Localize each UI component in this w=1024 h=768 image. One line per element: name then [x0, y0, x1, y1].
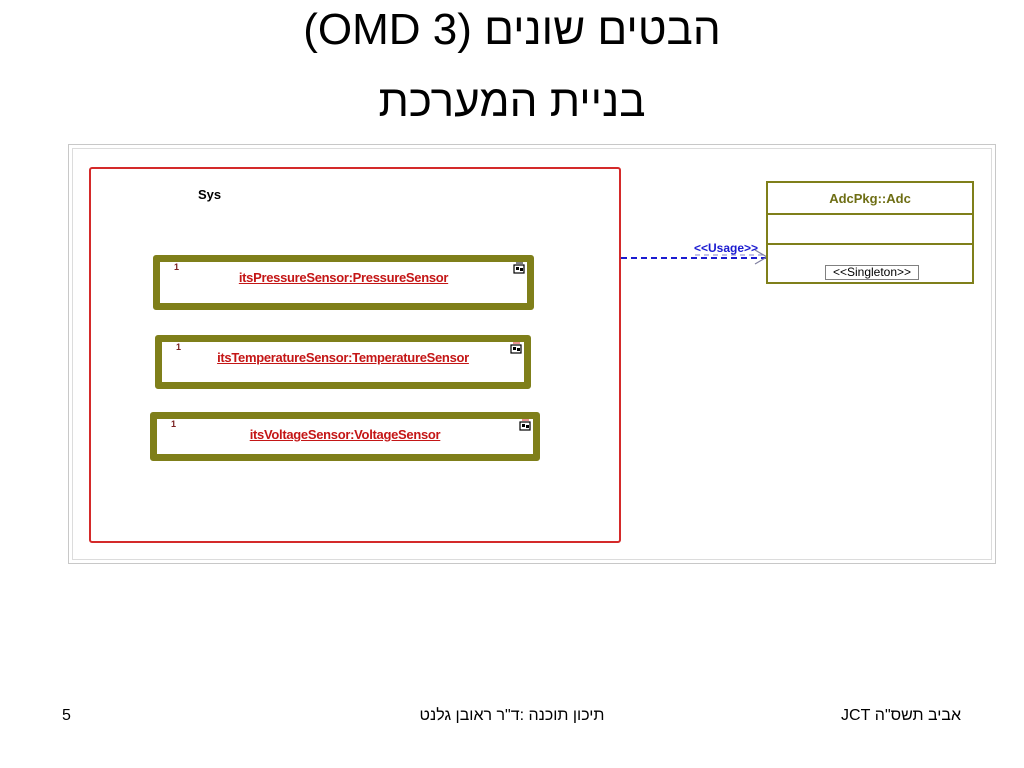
- structure-icon: [510, 342, 522, 354]
- part-name: itsVoltageSensor:VoltageSensor: [249, 427, 441, 442]
- structure-icon: [513, 262, 525, 274]
- footer-center-text: תיכון תוכנה :ד"ר ראובן גלנט: [419, 707, 605, 724]
- slide-title-line2: בניית המערכת: [378, 77, 646, 126]
- class-name: AdcPkg::Adc: [829, 191, 911, 206]
- class-stereotype: <<Singleton>>: [825, 265, 919, 280]
- class-adc-box[interactable]: AdcPkg::Adc <<Singleton>>: [766, 181, 974, 284]
- part-voltage-sensor[interactable]: 1 itsVoltageSensor:VoltageSensor: [150, 412, 540, 461]
- class-operation-separator: [768, 243, 972, 245]
- part-temperature-sensor[interactable]: 1 itsTemperatureSensor:TemperatureSensor: [155, 335, 531, 389]
- system-label: Sys: [198, 187, 222, 202]
- part-pressure-sensor[interactable]: 1 itsPressureSensor:PressureSensor: [153, 255, 534, 310]
- part-name: itsPressureSensor:PressureSensor: [238, 270, 449, 285]
- footer-page-number: 5: [62, 707, 71, 724]
- part-multiplicity: 1: [176, 342, 182, 352]
- structure-icon: [519, 419, 531, 431]
- part-multiplicity: 1: [174, 262, 180, 272]
- class-attribute-separator: [768, 213, 972, 215]
- slide-title-line1: הבטים שונים (OMD 3): [303, 5, 721, 54]
- usage-stereotype-label: <<Usage>>: [694, 241, 759, 255]
- part-name: itsTemperatureSensor:TemperatureSensor: [217, 350, 469, 365]
- part-multiplicity: 1: [171, 419, 177, 429]
- footer-right-text: אביב תשס"ה JCT: [841, 707, 961, 724]
- diagram-canvas-inner: [72, 148, 992, 560]
